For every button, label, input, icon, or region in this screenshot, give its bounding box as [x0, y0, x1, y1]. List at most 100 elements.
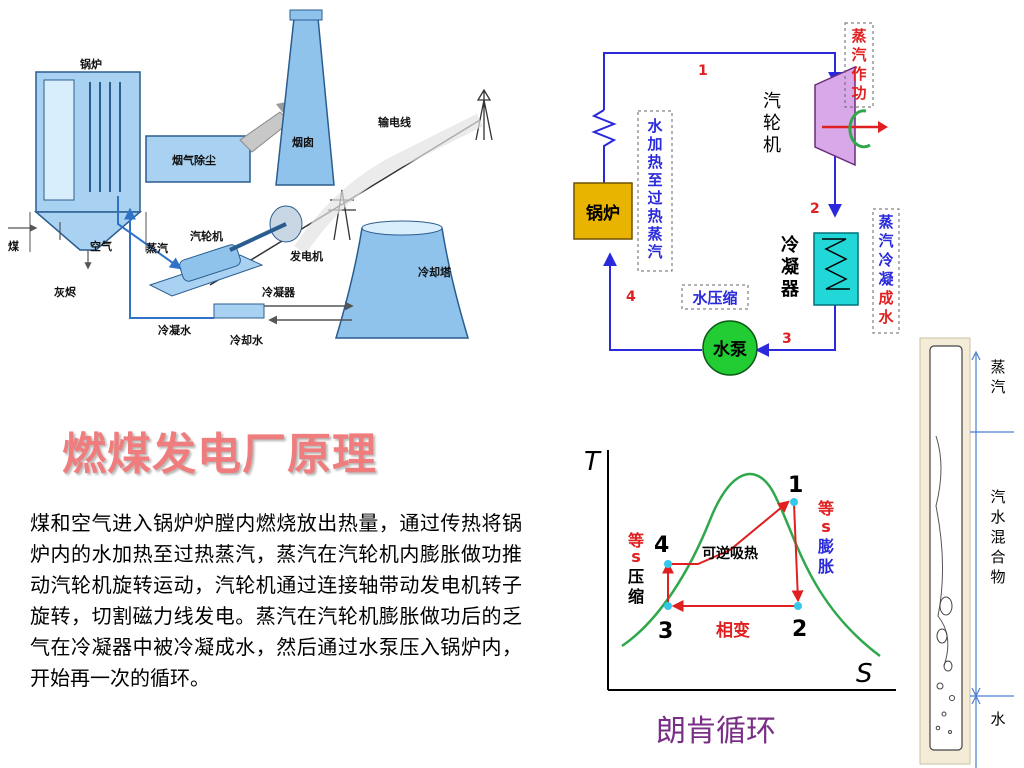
label-air: 空气: [90, 239, 112, 253]
label-turbine: 汽轮机: [190, 229, 223, 243]
tube-region-markers: [970, 350, 1014, 768]
svg-text:s: s: [631, 547, 641, 566]
ts-point-1: 1: [788, 473, 803, 498]
svg-text:等: 等: [627, 531, 644, 550]
svg-text:汽: 汽: [878, 232, 893, 250]
svg-text:等: 等: [817, 499, 834, 518]
saturation-curve: [621, 472, 881, 658]
shaft-arrow: [878, 121, 888, 133]
svg-text:s: s: [821, 517, 831, 536]
ts-diagram: T S 1 2 3 4 可逆吸热 相变 等 s 膨 胀 等 s 压 缩: [584, 447, 896, 691]
boiling-tube-diagram: 蒸 汽 汽 水 混 合 物 水: [919, 337, 1014, 768]
svg-text:器: 器: [780, 279, 800, 300]
cycle-turbine-label: 汽 轮 机: [763, 91, 781, 156]
svg-text:汽: 汽: [851, 46, 866, 64]
svg-text:凝: 凝: [781, 256, 800, 278]
svg-text:冷: 冷: [781, 234, 799, 256]
cycle-condenser-label: 冷 凝 器: [780, 234, 800, 300]
label-boiler: 锅炉: [80, 57, 102, 71]
tube-bubbles: [935, 596, 955, 734]
label-cooling-tower: 冷却塔: [418, 265, 452, 279]
power-plant-diagram: 锅炉 烟气除尘 烟囱 输电线 煤 空气 蒸汽 汽轮机 发电机 冷却塔 灰烬 冷凝…: [8, 9, 493, 347]
t-axis-label: T: [584, 447, 602, 477]
svg-text:混: 混: [990, 528, 1005, 546]
slide-title: 燃煤发电厂原理: [62, 429, 377, 480]
svg-text:蒸: 蒸: [878, 213, 893, 231]
turbine-generator: [148, 205, 303, 319]
label-condenser: 冷凝器: [262, 285, 296, 299]
condenser-coil-icon: [822, 238, 850, 290]
cooling-tower-structure: [334, 220, 470, 339]
label-power-line: 输电线: [378, 115, 411, 129]
tube-mixture-label: 汽 水 混 合 物: [990, 488, 1005, 586]
svg-text:蒸: 蒸: [647, 225, 662, 243]
water-compress-box: [681, 284, 749, 310]
svg-text:加: 加: [646, 135, 662, 153]
svg-text:机: 机: [763, 135, 781, 156]
tube-steam-label: 蒸 汽: [990, 358, 1005, 396]
flue-dust-unit: [145, 100, 296, 183]
svg-text:合: 合: [990, 548, 1005, 566]
label-steam: 蒸汽: [146, 241, 168, 255]
svg-text:功: 功: [851, 84, 866, 102]
label-coal: 煤: [8, 239, 20, 253]
transmission-line: [209, 88, 493, 286]
svg-text:汽: 汽: [990, 488, 1005, 506]
svg-text:凝: 凝: [878, 270, 894, 288]
cycle-loop: [591, 52, 842, 357]
svg-text:胀: 胀: [818, 557, 834, 576]
label-ash: 灰烬: [54, 285, 77, 299]
water-heating-box: [637, 110, 673, 272]
ts-point-4: 4: [654, 533, 669, 558]
cycle-process-lines: [662, 500, 804, 612]
label-condensate: 冷凝水: [158, 323, 192, 337]
steam-work-box: [844, 22, 874, 108]
rankine-cycle-diagram: 锅炉 汽 轮 机 冷 凝 器 水泵 1 2 3 4 水 加 热 至 过 热 蒸 …: [573, 22, 900, 376]
svg-text:轮: 轮: [763, 113, 781, 134]
svg-text:膨: 膨: [818, 537, 834, 556]
water-heating-label: 水 加 热 至 过 热 蒸 汽: [646, 117, 663, 261]
cycle-boiler-label: 锅炉: [586, 203, 620, 224]
svg-text:水: 水: [878, 308, 894, 326]
cycle-pump-circle: [702, 320, 758, 376]
water-compress-label: 水压缩: [692, 289, 737, 307]
label-cooling-water: 冷却水: [230, 333, 264, 347]
svg-text:水: 水: [990, 508, 1005, 526]
cycle-boiler-box: [573, 182, 633, 240]
tube-water-label: 水: [990, 710, 1005, 728]
cycle-step-4: 4: [626, 289, 636, 305]
phase-change-label: 相变: [716, 620, 750, 641]
svg-text:冷: 冷: [878, 251, 893, 269]
description-text: 煤和空气进入锅炉炉膛内燃烧放出热量，通过传热将锅炉内的水加热至过热蒸汽，蒸汽在汽…: [30, 511, 522, 690]
svg-text:蒸: 蒸: [851, 27, 866, 45]
svg-text:至: 至: [647, 171, 662, 189]
svg-text:蒸: 蒸: [990, 358, 1005, 376]
svg-text:成: 成: [878, 289, 893, 307]
svg-text:过: 过: [647, 189, 662, 207]
isentropic-compression-label: 等 s 压 缩: [627, 531, 644, 606]
svg-text:物: 物: [990, 568, 1005, 586]
steam-condense-box: [872, 208, 900, 334]
steam-work-label: 蒸 汽 作 功: [851, 27, 866, 102]
svg-text:热: 热: [647, 153, 662, 171]
reversible-heat-label: 可逆吸热: [702, 545, 758, 562]
isentropic-expansion-label: 等 s 膨 胀: [817, 499, 834, 576]
cycle-step-1: 1: [698, 63, 708, 79]
svg-text:作: 作: [851, 65, 866, 83]
cycle-step-2: 2: [810, 201, 820, 217]
boiler-structure: [29, 71, 147, 252]
rankine-caption: 朗肯循环: [656, 714, 776, 749]
cycle-pump-label: 水泵: [713, 339, 747, 360]
cycle-condenser-box: [813, 232, 859, 306]
turbine-symbol: [814, 65, 856, 167]
svg-text:汽: 汽: [763, 91, 781, 112]
svg-text:汽: 汽: [990, 378, 1005, 396]
svg-text:水: 水: [647, 117, 663, 135]
plant-flows: [8, 196, 354, 325]
ts-point-2: 2: [792, 617, 807, 642]
svg-text:汽: 汽: [647, 243, 662, 261]
rotation-icon: [848, 109, 871, 149]
s-axis-label: S: [856, 659, 873, 689]
label-chimney: 烟囱: [292, 135, 314, 149]
ts-point-3: 3: [658, 619, 673, 644]
